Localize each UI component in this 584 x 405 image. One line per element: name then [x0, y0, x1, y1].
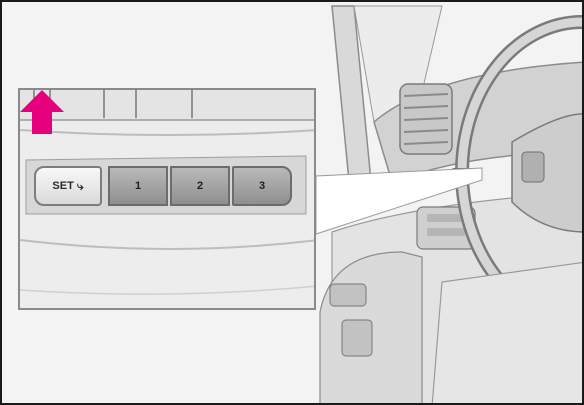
- memory-button-2[interactable]: 2: [170, 166, 230, 206]
- memory-button-3-label: 3: [259, 180, 265, 192]
- magnified-inset: SET ⤷ 1 2 3: [18, 88, 316, 310]
- memory-button-2-label: 2: [197, 180, 203, 192]
- memory-button-1-label: 1: [135, 180, 141, 192]
- set-button-label: SET: [52, 180, 73, 192]
- set-return-symbol: ⤷: [77, 179, 84, 194]
- memory-button-1[interactable]: 1: [108, 166, 168, 206]
- press-arrow-icon: [20, 90, 64, 134]
- set-button[interactable]: SET ⤷: [34, 166, 102, 206]
- memory-button-3[interactable]: 3: [232, 166, 292, 206]
